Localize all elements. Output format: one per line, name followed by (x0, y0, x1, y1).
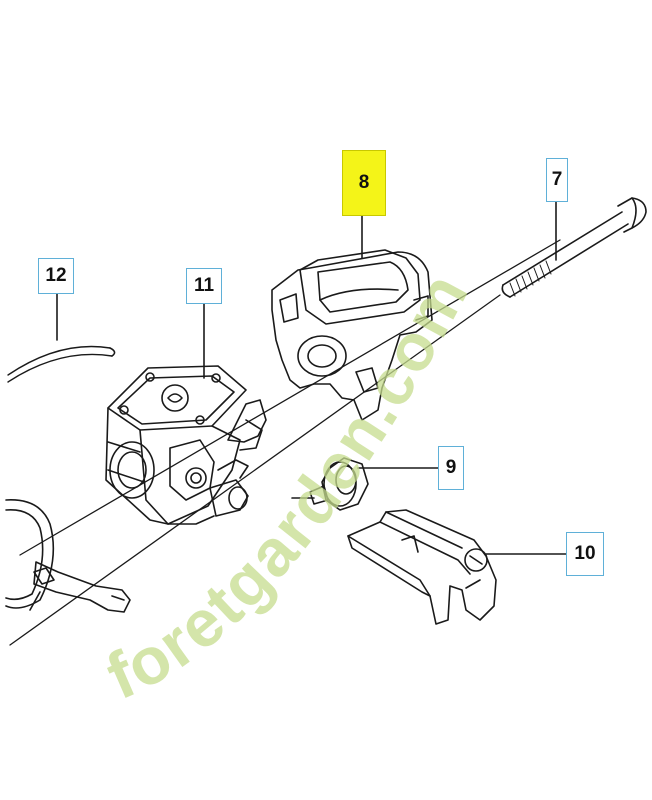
part-9-fitting (291, 457, 369, 511)
part-lever-partial (5, 499, 131, 613)
callout-7: 7 (546, 158, 568, 202)
part-8-adapter (271, 249, 433, 421)
callout-8: 8 (342, 150, 386, 216)
callout-9: 9 (438, 446, 464, 490)
callout-10: 10 (566, 532, 604, 576)
callout-11: 11 (186, 268, 222, 304)
part-11-carburetor (105, 365, 267, 525)
watermark-text: foretgarden.com (96, 260, 482, 713)
part-7-bolt (501, 197, 647, 298)
part-10-bracket (347, 509, 497, 625)
axis-line-lower (19, 239, 561, 556)
axis-line-upper (9, 294, 501, 646)
part-12-line (7, 345, 116, 383)
callout-12: 12 (38, 258, 74, 294)
